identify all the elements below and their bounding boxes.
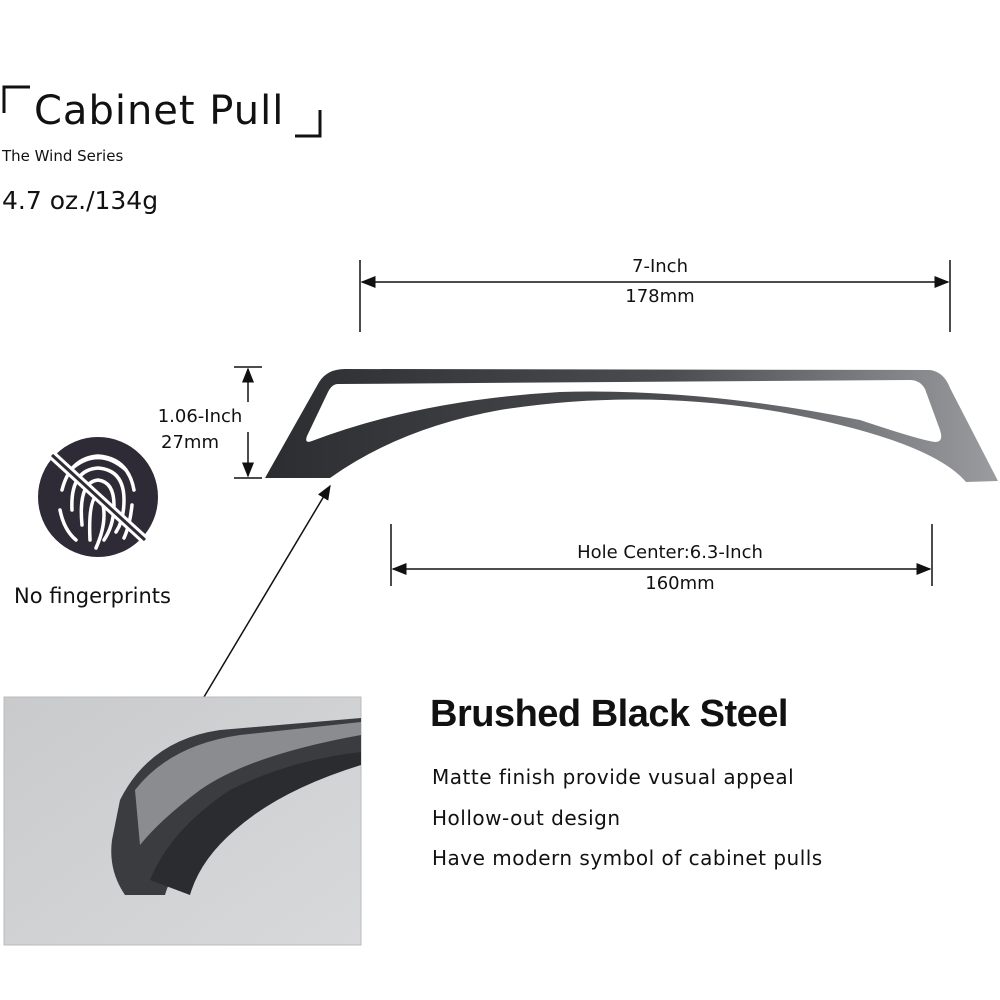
hole-center-inch: Hole Center:6.3-Inch [577, 542, 763, 563]
no-fingerprints-label: No fingerprints [14, 584, 171, 608]
feature-item: Have modern symbol of cabinet pulls [432, 846, 823, 870]
callout-arrow [194, 484, 331, 713]
length-inch: 7-Inch [632, 256, 688, 277]
material-title: Brushed Black Steel [430, 693, 788, 735]
page-title: Cabinet Pull [34, 88, 285, 134]
series-name: The Wind Series [2, 147, 124, 165]
cabinet-pull-image [265, 369, 998, 482]
title-bracket-left [2, 85, 30, 113]
handle-closeup-photo [3, 696, 362, 946]
length-mm: 178mm [625, 286, 695, 307]
height-mm: 27mm [161, 432, 219, 453]
title-bracket-right [295, 110, 322, 138]
no-fingerprint-icon [38, 437, 158, 557]
feature-item: Hollow-out design [432, 806, 621, 830]
height-inch: 1.06-Inch [140, 402, 260, 432]
hole-center-mm: 160mm [645, 573, 715, 594]
product-weight: 4.7 oz./134g [2, 186, 159, 215]
feature-item: Matte finish provide vusual appeal [432, 765, 795, 789]
